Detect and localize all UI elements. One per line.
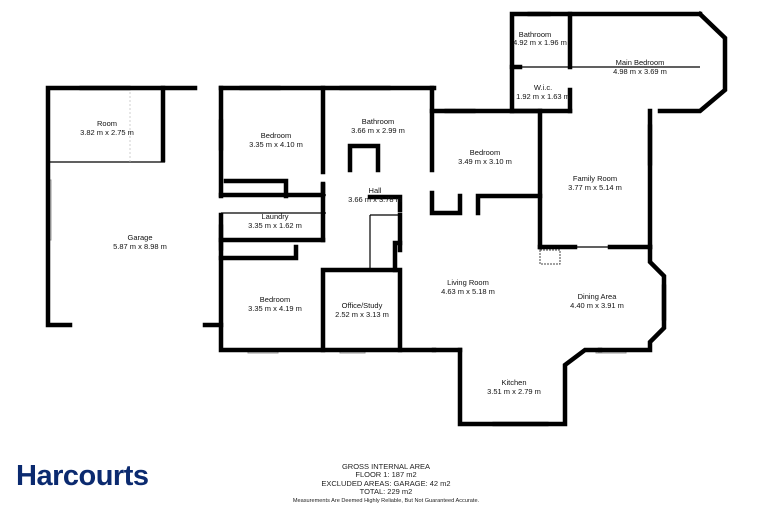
fireplace-icon: [539, 249, 561, 265]
room-dims: 3.35 m x 4.10 m: [249, 140, 303, 149]
room-name: Main Bedroom: [616, 58, 665, 67]
room-name: Garage: [127, 233, 152, 242]
room-dims: 4.98 m x 3.69 m: [613, 67, 667, 76]
room-dims: 4.40 m x 3.91 m: [570, 301, 624, 310]
room-name: Laundry: [261, 212, 288, 221]
room-name: Dining Area: [578, 292, 618, 301]
brand-logo: Harcourts: [16, 460, 149, 492]
room-dims: 1.92 m x 1.63 m: [516, 92, 570, 101]
room-dims: 3.51 m x 2.79 m: [487, 387, 541, 396]
room-name: Family Room: [573, 174, 617, 183]
room-name: Bathroom: [362, 117, 395, 126]
room-name: Bathroom: [519, 30, 552, 39]
room-name: Room: [97, 119, 117, 128]
room-name: Bedroom: [261, 131, 291, 140]
area-excluded: EXCLUDED AREAS: GARAGE: 42 m2: [321, 478, 451, 488]
room-dims: 3.35 m x 4.19 m: [248, 304, 302, 313]
area-floor: FLOOR 1: 187 m2: [355, 470, 417, 480]
area-disclaimer: Measurements Are Deemed Highly Reliable,…: [292, 497, 480, 504]
room-dims: 3.77 m x 5.14 m: [568, 183, 622, 192]
room-dims: 3.82 m x 2.75 m: [80, 128, 134, 137]
windows: [46, 11, 667, 427]
room-name: Kitchen: [501, 378, 526, 387]
room-name: Bedroom: [470, 148, 500, 157]
room-dims: 4.63 m x 5.18 m: [441, 287, 495, 296]
room-dims: 4.92 m x 1.96 m: [513, 38, 567, 47]
room-dims: 3.35 m x 1.62 m: [248, 221, 302, 230]
area-summary: GROSS INTERNAL AREA FLOOR 1: 187 m2 EXCL…: [262, 462, 510, 506]
room-name: W.i.c.: [534, 83, 552, 92]
area-total: TOTAL: 229 m2: [359, 487, 413, 497]
room-dims: 5.87 m x 8.98 m: [113, 242, 167, 251]
area-heading: GROSS INTERNAL AREA: [341, 462, 431, 471]
room-name: Office/Study: [342, 301, 383, 310]
room-dims: 3.66 m x 2.99 m: [351, 126, 405, 135]
room-dims: 2.52 m x 3.13 m: [335, 310, 389, 319]
walls: [45, 10, 728, 427]
room-dims: 3.49 m x 3.10 m: [458, 157, 512, 166]
room-dims: 3.66 m x 3.78 m: [348, 195, 402, 204]
room-name: Bedroom: [260, 295, 290, 304]
room-labels: Bathroom 4.92 m x 1.96 m Main Bedroom 4.…: [80, 30, 667, 396]
room-name: Hall: [369, 186, 382, 195]
room-name: Living Room: [447, 278, 489, 287]
